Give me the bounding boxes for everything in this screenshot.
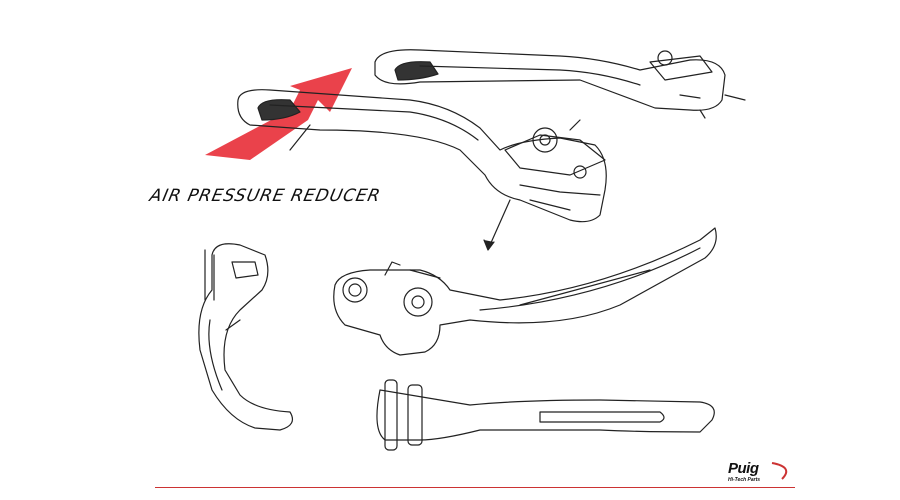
lever-bottom-middle — [333, 227, 717, 356]
lever-middle — [237, 89, 607, 223]
lever-left — [198, 243, 293, 431]
air-pressure-reducer-label: AIR PRESSURE REDUCER — [147, 186, 383, 206]
red-baseline — [155, 487, 795, 488]
lever-top-right — [374, 49, 746, 119]
logo-swoosh-icon — [771, 462, 788, 480]
pointer-line — [489, 199, 511, 246]
pointer-arrowhead-icon — [483, 239, 495, 251]
lever-bottom — [376, 379, 715, 451]
brand-tagline: Hi-Tech Parts — [728, 477, 761, 483]
puig-logo: Puig Hi-Tech Parts — [722, 461, 794, 485]
brand-name: Puig — [728, 460, 759, 477]
airflow-arrow — [205, 68, 352, 160]
